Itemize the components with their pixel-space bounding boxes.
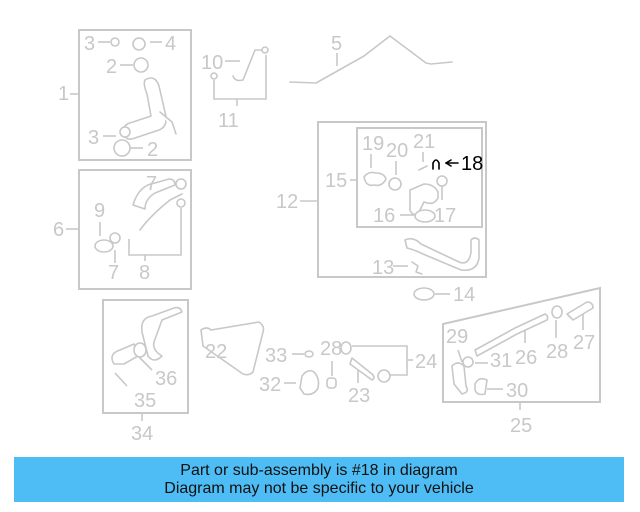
callout-6[interactable]: 6 xyxy=(53,219,64,241)
hose-27 xyxy=(566,301,594,321)
leader-lines xyxy=(66,41,584,421)
callout-2[interactable]: 2 xyxy=(147,139,158,161)
bracket-32 xyxy=(299,369,320,396)
callout-31[interactable]: 31 xyxy=(490,350,512,372)
callout-19[interactable]: 19 xyxy=(362,133,384,155)
pipe-13 xyxy=(404,237,480,272)
pipe-22 xyxy=(200,321,265,376)
callout-36[interactable]: 36 xyxy=(155,368,177,390)
assembly-box-12 xyxy=(317,121,487,278)
callout-3[interactable]: 3 xyxy=(88,127,99,149)
callout-10[interactable]: 10 xyxy=(201,52,223,74)
banner-line-disclaimer: Diagram may not be specific to your vehi… xyxy=(164,479,474,497)
callout-7[interactable]: 7 xyxy=(146,173,157,195)
callout-12[interactable]: 12 xyxy=(276,191,298,213)
upper-hose-part xyxy=(122,77,167,140)
callout-23[interactable]: 23 xyxy=(348,385,370,407)
callout-25[interactable]: 25 xyxy=(510,415,532,437)
callout-14[interactable]: 14 xyxy=(453,284,475,306)
callout-28[interactable]: 28 xyxy=(546,341,568,363)
callout-2[interactable]: 2 xyxy=(106,56,117,78)
clamp-part xyxy=(133,57,149,73)
callout-34[interactable]: 34 xyxy=(131,423,153,445)
callout-24[interactable]: 24 xyxy=(415,351,437,373)
part-shapes xyxy=(94,35,594,396)
assembly-box-1 xyxy=(78,29,192,161)
gasket-19 xyxy=(363,171,387,187)
info-banner: Part or sub-assembly is #18 in diagram D… xyxy=(14,457,624,502)
hose-29 xyxy=(451,362,469,395)
callout-16[interactable]: 16 xyxy=(373,205,395,227)
callout-17[interactable]: 17 xyxy=(434,205,456,227)
callout-22[interactable]: 22 xyxy=(205,341,227,363)
assembly-box-6 xyxy=(78,169,192,290)
callout-26[interactable]: 26 xyxy=(515,347,537,369)
assembly-boxes xyxy=(78,29,601,414)
callout-7[interactable]: 7 xyxy=(108,262,119,284)
pipe-26 xyxy=(474,313,549,357)
callout-20[interactable]: 20 xyxy=(386,140,408,162)
callout-18[interactable]: 18 xyxy=(461,153,483,175)
banner-line-part: Part or sub-assembly is #18 in diagram xyxy=(180,461,458,479)
callout-11[interactable]: 11 xyxy=(218,110,239,132)
callout-1[interactable]: 1 xyxy=(58,83,69,105)
callout-33[interactable]: 33 xyxy=(265,345,287,367)
callout-15[interactable]: 15 xyxy=(325,170,347,192)
callout-9[interactable]: 9 xyxy=(94,200,105,222)
assembly-box-25 xyxy=(442,286,601,403)
callout-3[interactable]: 3 xyxy=(84,33,95,55)
callout-13[interactable]: 13 xyxy=(372,257,394,279)
callout-27[interactable]: 27 xyxy=(573,332,595,354)
callout-35[interactable]: 35 xyxy=(134,390,156,412)
callout-8[interactable]: 8 xyxy=(139,262,150,284)
hose-part-6 xyxy=(132,178,176,210)
hose-23 xyxy=(349,357,375,381)
assembly-box-34 xyxy=(102,299,189,414)
hose-part-34 xyxy=(140,306,183,361)
callout-5[interactable]: 5 xyxy=(331,33,342,55)
thermostat-housing xyxy=(409,183,439,216)
callout-21[interactable]: 21 xyxy=(413,131,435,153)
callout-4[interactable]: 4 xyxy=(165,33,176,55)
assembly-box-15 xyxy=(356,127,483,228)
callout-30[interactable]: 30 xyxy=(506,380,528,402)
highlighted-part-18[interactable] xyxy=(432,159,440,170)
callout-29[interactable]: 29 xyxy=(446,326,468,348)
tube-part-5 xyxy=(289,35,453,84)
callout-28[interactable]: 28 xyxy=(320,338,342,360)
callout-32[interactable]: 32 xyxy=(259,374,281,396)
